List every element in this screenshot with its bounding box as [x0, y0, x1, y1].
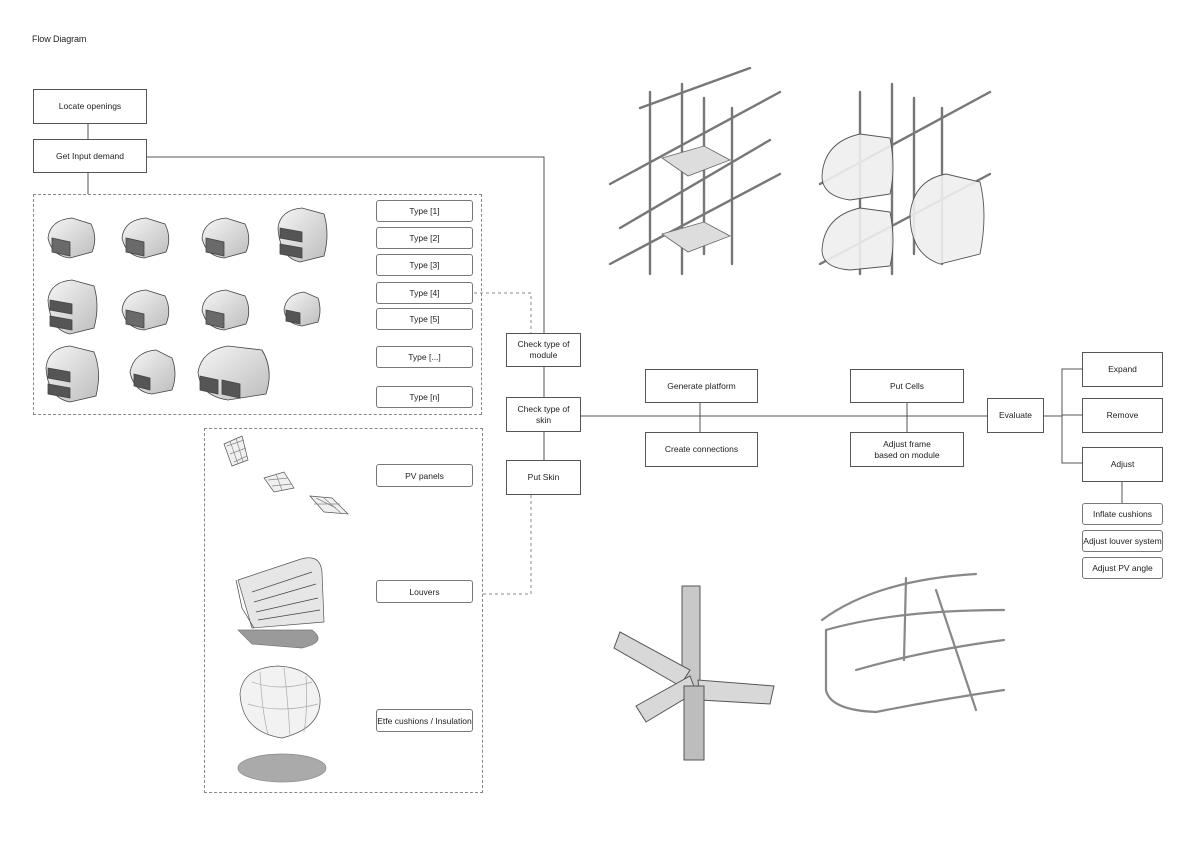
node-remove[interactable]: Remove: [1082, 398, 1163, 433]
pv-panel-icon: [263, 471, 295, 493]
module-thumbnails: [45, 207, 328, 403]
node-create-connections[interactable]: Create connections: [645, 432, 758, 467]
adjust-louver-system[interactable]: Adjust louver system: [1082, 530, 1163, 552]
frame-with-cells-render: [818, 82, 992, 276]
connection-node-render: [613, 585, 775, 761]
module-type-more[interactable]: Type [...]: [376, 346, 473, 368]
module-pod-wide-icon: [197, 345, 270, 401]
node-expand[interactable]: Expand: [1082, 352, 1163, 387]
module-type-1[interactable]: Type [1]: [376, 200, 473, 222]
pv-panel-icon: [223, 435, 249, 467]
node-check-module[interactable]: Check type of module: [506, 333, 581, 367]
frame-detail-render: [820, 572, 1006, 714]
node-evaluate[interactable]: Evaluate: [987, 398, 1044, 433]
module-pod-icon: [201, 289, 250, 331]
module-type-n[interactable]: Type [n]: [376, 386, 473, 408]
module-pod-icon: [201, 217, 250, 259]
module-pod-icon: [129, 349, 176, 395]
skin-types-group: [204, 428, 483, 793]
module-type-5[interactable]: Type [5]: [376, 308, 473, 330]
etfe-cushion-icon: [237, 665, 327, 783]
module-pod-icon: [47, 217, 96, 259]
louver-icon: [235, 557, 325, 649]
frame-structure-render: [608, 66, 782, 276]
skin-pv-panels[interactable]: PV panels: [376, 464, 473, 487]
module-pod-double-icon: [277, 207, 328, 263]
module-type-2[interactable]: Type [2]: [376, 227, 473, 249]
node-adjust[interactable]: Adjust: [1082, 447, 1163, 482]
node-check-skin[interactable]: Check type of skin: [506, 397, 581, 432]
pv-panel-icon: [309, 495, 349, 515]
node-locate-openings[interactable]: Locate openings: [33, 89, 147, 124]
adjust-pv-angle[interactable]: Adjust PV angle: [1082, 557, 1163, 579]
module-pod-double-icon: [45, 345, 99, 403]
module-types-group: [33, 194, 482, 415]
module-pod-icon: [121, 289, 170, 331]
skin-louvers[interactable]: Louvers: [376, 580, 473, 603]
skin-etfe-cushions[interactable]: Etfe cushions / Insulation: [376, 709, 473, 732]
module-type-3[interactable]: Type [3]: [376, 254, 473, 276]
module-pod-small-icon: [283, 291, 321, 327]
skin-illustrations: [223, 435, 349, 783]
node-get-input-demand[interactable]: Get Input demand: [33, 139, 147, 173]
adjust-inflate-cushions[interactable]: Inflate cushions: [1082, 503, 1163, 525]
module-type-4[interactable]: Type [4]: [376, 282, 473, 304]
module-pod-icon: [121, 217, 170, 259]
module-pod-double-icon: [47, 279, 98, 335]
diagram-title: Flow Diagram: [32, 34, 87, 44]
node-put-skin[interactable]: Put Skin: [506, 460, 581, 495]
node-put-cells[interactable]: Put Cells: [850, 369, 964, 403]
node-adjust-frame[interactable]: Adjust frame based on module: [850, 432, 964, 467]
node-generate-platform[interactable]: Generate platform: [645, 369, 758, 403]
